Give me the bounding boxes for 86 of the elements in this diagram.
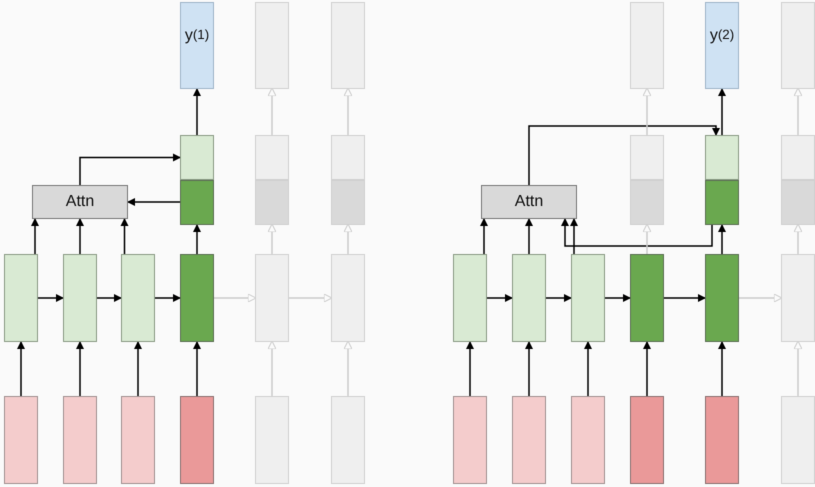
arrow — [17, 341, 25, 396]
input-box — [571, 396, 605, 484]
arrow — [718, 341, 726, 396]
arrow — [718, 88, 726, 135]
encoder-state-box — [453, 254, 487, 342]
input-box — [255, 396, 289, 484]
encoder-state-box — [705, 254, 739, 342]
input-box — [453, 396, 487, 484]
input-box — [180, 396, 214, 484]
arrow — [79, 154, 181, 185]
arrow — [344, 88, 352, 135]
decoder-state-box — [630, 135, 664, 180]
arrow — [480, 218, 488, 254]
arrow — [718, 224, 726, 254]
arrow — [193, 88, 201, 135]
arrow — [528, 125, 720, 185]
arrow — [643, 341, 651, 396]
decoder-state-box — [781, 180, 815, 225]
encoder-state-box — [63, 254, 97, 342]
arrow — [31, 218, 39, 254]
arrow — [214, 294, 256, 302]
arrow — [120, 218, 128, 254]
input-box — [63, 396, 97, 484]
decoder-state-box — [630, 180, 664, 225]
decoder-state-box — [705, 180, 739, 225]
arrow — [794, 224, 802, 254]
arrow — [134, 341, 142, 396]
output-box — [255, 2, 289, 89]
arrow — [794, 340, 802, 396]
arrow — [268, 340, 276, 396]
arrow — [127, 198, 180, 206]
arrow — [466, 341, 474, 396]
input-box — [512, 396, 546, 484]
decoder-state-box — [180, 180, 214, 225]
arrow — [268, 88, 276, 135]
arrow — [268, 224, 276, 254]
output-box — [630, 2, 664, 89]
encoder-state-box — [121, 254, 155, 342]
output-box — [781, 2, 815, 89]
arrow — [76, 218, 84, 254]
decoder-state-box — [180, 135, 214, 180]
arrow — [642, 224, 652, 254]
arrow — [561, 218, 713, 247]
encoder-state-box — [255, 254, 289, 342]
encoder-state-box — [571, 254, 605, 342]
arrow — [605, 294, 631, 302]
input-box — [121, 396, 155, 484]
arrow — [193, 224, 201, 254]
encoder-state-box — [512, 254, 546, 342]
input-box — [705, 396, 739, 484]
arrow — [525, 341, 533, 396]
arrow — [570, 218, 578, 254]
encoder-state-box — [180, 254, 214, 342]
arrow — [97, 294, 122, 302]
attention-box: Attn — [481, 185, 577, 219]
decoder-state-box — [781, 135, 815, 180]
arrow — [193, 341, 201, 396]
arrow — [344, 340, 352, 396]
decoder-state-box — [255, 135, 289, 180]
output-box — [331, 2, 365, 89]
arrow — [76, 341, 84, 396]
arrow — [664, 294, 706, 302]
arrow — [155, 294, 181, 302]
input-box — [781, 396, 815, 484]
encoder-state-box — [630, 254, 664, 342]
arrow — [739, 294, 782, 302]
arrow — [525, 218, 533, 254]
encoder-state-box — [781, 254, 815, 342]
input-box — [630, 396, 664, 484]
decoder-state-box — [331, 135, 365, 180]
decoder-state-box — [331, 180, 365, 225]
arrow — [546, 294, 572, 302]
attention-box: Attn — [32, 185, 128, 219]
input-box — [331, 396, 365, 484]
arrow — [794, 88, 802, 135]
arrow — [289, 294, 332, 302]
arrow — [487, 294, 513, 302]
decoder-state-box — [255, 180, 289, 225]
input-box — [4, 396, 38, 484]
arrow — [344, 224, 352, 254]
decoder-state-box — [705, 135, 739, 180]
arrow — [642, 88, 652, 135]
arrow — [38, 294, 64, 302]
arrow — [584, 341, 592, 396]
encoder-state-box — [331, 254, 365, 342]
encoder-state-box — [4, 254, 38, 342]
